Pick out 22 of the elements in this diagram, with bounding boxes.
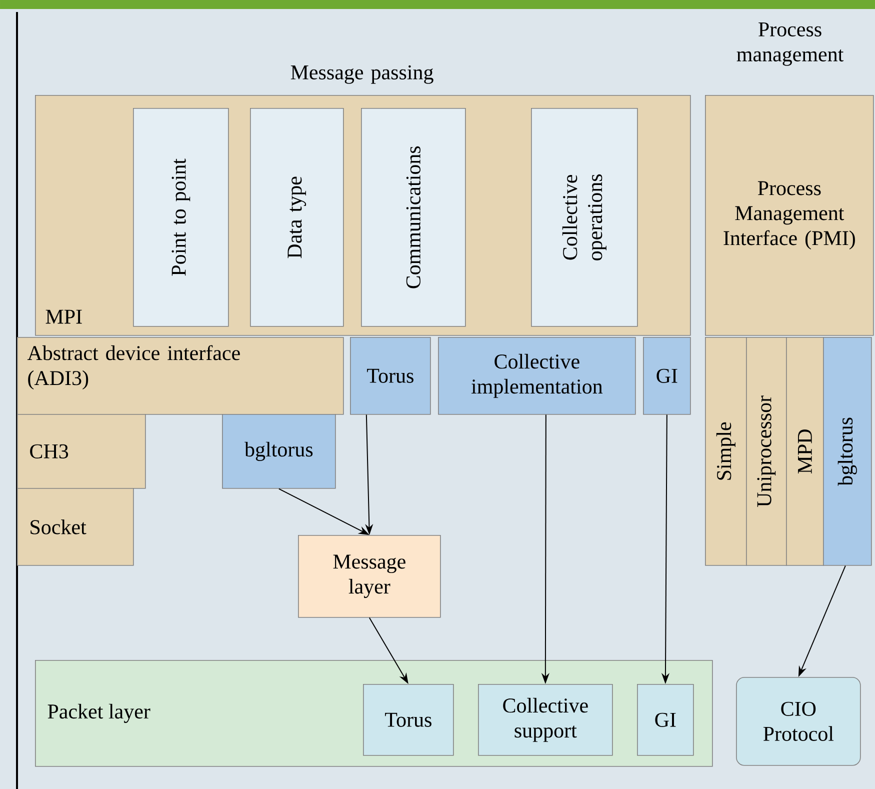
module-box: Collective implementation — [438, 337, 636, 415]
module-box: Communications — [361, 108, 466, 327]
module-box: GI — [643, 337, 691, 415]
module-box: bgltorus — [222, 414, 336, 489]
section-heading: Process management — [736, 22, 844, 66]
process-manager-box: Simple — [705, 337, 747, 566]
device-box: CH3 — [17, 414, 146, 489]
module-box: Collective support — [478, 684, 613, 756]
module-box: Data type — [250, 108, 344, 327]
module-box: GI — [637, 684, 694, 756]
process-manager-box: bgltorus — [823, 337, 872, 566]
module-box: Torus — [363, 684, 454, 756]
section-heading: Message passing — [290, 65, 434, 84]
protocol-box: CIO Protocol — [736, 677, 861, 766]
process-manager-box: Uniprocessor — [746, 337, 787, 566]
device-box: Socket — [17, 488, 134, 566]
layer-box: Message layer — [298, 535, 441, 618]
module-box: Point to point — [133, 108, 229, 327]
module-box: Torus — [350, 337, 431, 415]
process-manager-box: MPD — [786, 337, 824, 566]
module-box: Collective operations — [531, 108, 638, 327]
pmi-box: Process Management Interface (PMI) — [705, 95, 874, 336]
